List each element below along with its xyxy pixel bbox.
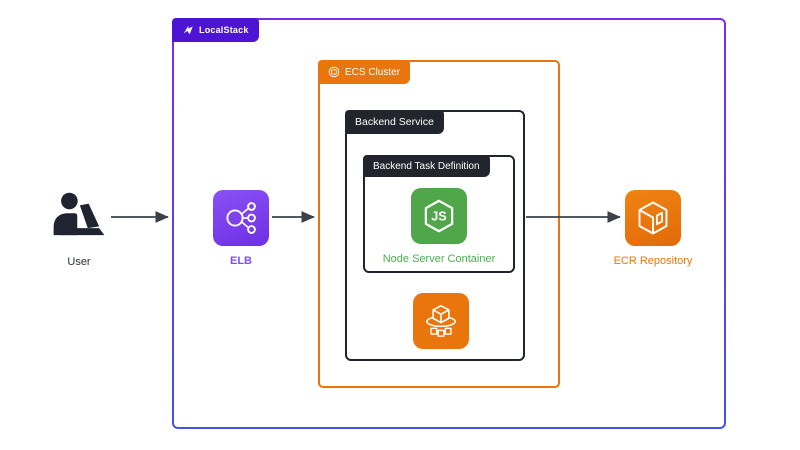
user-node: User <box>50 188 108 268</box>
ecs-service-icon <box>413 293 469 349</box>
ecs-cluster-label: ECS Cluster <box>345 66 401 78</box>
backend-service-tab: Backend Service <box>345 110 444 134</box>
backend-task-definition-label: Backend Task Definition <box>373 160 480 172</box>
user-at-laptop-icon <box>51 188 107 247</box>
ecr-repository-label: ECR Repository <box>613 255 693 267</box>
node-server-container-label: Node Server Container <box>382 253 496 265</box>
ecr-repository-icon <box>625 190 681 246</box>
elastic-load-balancer-icon <box>213 190 269 246</box>
backend-service-label: Backend Service <box>355 116 434 128</box>
localstack-label: LocalStack <box>199 25 249 35</box>
localstack-tab: LocalStack <box>172 18 259 42</box>
localstack-logo-icon <box>182 24 194 36</box>
ecs-cluster-tab: ECS Cluster <box>318 60 411 84</box>
svg-text:JS: JS <box>431 210 446 224</box>
backend-task-definition-tab: Backend Task Definition <box>363 155 490 177</box>
node-server-container-node: JS Node Server Container <box>363 188 515 265</box>
ecr-node: ECR Repository <box>614 190 692 267</box>
ecs-service-node <box>413 293 469 349</box>
user-label: User <box>67 256 91 268</box>
nodejs-icon: JS <box>411 188 467 244</box>
elb-label: ELB <box>230 255 252 267</box>
backend-task-definition-box: Backend Task Definition <box>363 155 515 273</box>
elb-node: ELB <box>213 190 269 267</box>
ecs-cluster-icon <box>328 66 340 78</box>
